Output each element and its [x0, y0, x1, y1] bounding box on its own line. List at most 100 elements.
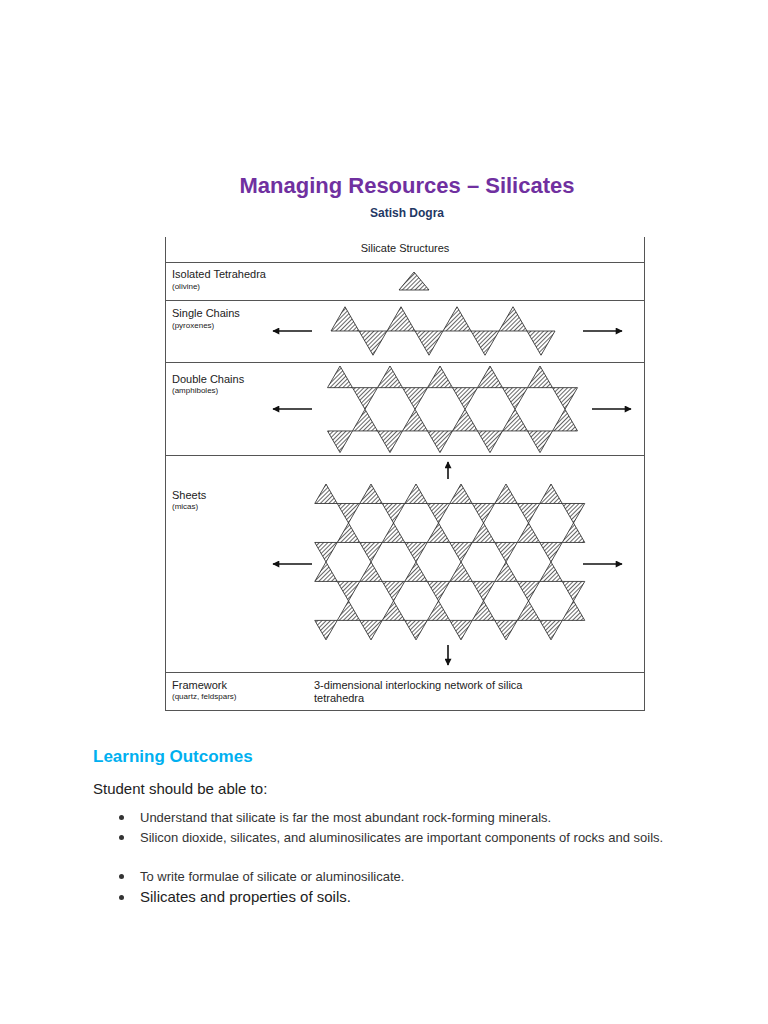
- author-name: Satish Dogra: [257, 205, 557, 222]
- tetrahedron: [472, 523, 495, 542]
- tetrahedron: [378, 366, 403, 388]
- tetrahedron: [315, 562, 338, 581]
- bullet-dot: [119, 815, 124, 820]
- page-title: Managing Resources – Silicates: [107, 173, 707, 199]
- tetrahedron: [315, 542, 338, 561]
- tetrahedron: [331, 307, 359, 331]
- row-title: Single Chains: [172, 307, 240, 320]
- tetrahedron: [443, 307, 471, 331]
- tetrahedron: [403, 409, 428, 431]
- tetrahedron: [328, 366, 353, 388]
- tetrahedron: [527, 331, 555, 355]
- row-title: Isolated Tetrahedra: [172, 268, 266, 281]
- tetrahedron: [427, 523, 450, 542]
- tetrahedron: [517, 581, 540, 600]
- tetrahedron: [450, 620, 473, 639]
- intro-text: Student should be able to:: [93, 778, 267, 800]
- mineral-name: (amphiboles): [172, 386, 218, 396]
- tetrahedron: [382, 581, 405, 600]
- tetrahedron: [453, 409, 478, 431]
- tetrahedron: [540, 620, 563, 639]
- direction-arrows: [273, 331, 631, 665]
- mineral-name: (olivine): [172, 282, 200, 292]
- tetrahedron: [453, 388, 478, 410]
- arrow-left: [273, 563, 312, 565]
- tetrahedron: [478, 366, 503, 388]
- tetrahedron: [428, 431, 453, 453]
- tetrahedron: [562, 503, 585, 522]
- tetrahedron: [528, 366, 553, 388]
- tetrahedron: [428, 366, 453, 388]
- tetrahedron: [450, 484, 473, 503]
- tetrahedron: [353, 388, 378, 410]
- tetrahedron: [553, 388, 578, 410]
- tetrahedron: [540, 562, 563, 581]
- structure-table: Silicate StructuresIsolated Tetrahedra(o…: [165, 237, 645, 711]
- tetrahedron: [387, 307, 415, 331]
- bullet-item: Silicates and properties of soils.: [140, 886, 351, 908]
- tetrahedron: [471, 331, 499, 355]
- tetrahedron: [499, 307, 527, 331]
- tetrahedron: [540, 542, 563, 561]
- tetrahedron: [472, 581, 495, 600]
- tetrahedron: [359, 331, 387, 355]
- tetrahedron: [360, 562, 383, 581]
- arrow-right: [592, 408, 631, 410]
- tetrahedron: [378, 431, 403, 453]
- table-row: Framework(quartz, feldspars) 3-dimensiona…: [166, 672, 644, 709]
- mineral-name: (pyroxenes): [172, 321, 214, 331]
- arrow-up: [447, 462, 449, 479]
- tetrahedron: [382, 503, 405, 522]
- tetrahedron: [337, 523, 360, 542]
- arrow-down: [447, 645, 449, 665]
- tetrahedron: [360, 484, 383, 503]
- tetrahedron: [478, 431, 503, 453]
- tetrahedron: [427, 581, 450, 600]
- table-row: Isolated Tetrahedra(olivine): [166, 262, 644, 300]
- table-row: Double Chains(amphiboles): [166, 362, 644, 455]
- arrow-left: [273, 408, 312, 410]
- tetrahedron: [517, 601, 540, 620]
- mineral-name: (micas): [172, 502, 198, 512]
- mineral-name: (quartz, feldspars): [172, 692, 236, 702]
- table-row: Single Chains(pyroxenes): [166, 300, 644, 362]
- tetrahedron: [472, 503, 495, 522]
- arrow-left: [273, 330, 312, 332]
- tetrahedron: [315, 620, 338, 639]
- bullet-dot: [119, 874, 124, 879]
- tetrahedron: [405, 620, 428, 639]
- tetrahedron: [450, 542, 473, 561]
- tetrahedron: [337, 601, 360, 620]
- tetrahedron: [562, 523, 585, 542]
- tetrahedron: [337, 581, 360, 600]
- row-title: Double Chains: [172, 373, 244, 386]
- section-heading: Learning Outcomes: [93, 744, 253, 769]
- bullet-dot: [119, 835, 124, 840]
- tetrahedron: [503, 409, 528, 431]
- tetrahedron: [415, 331, 443, 355]
- row-title: Framework: [172, 679, 227, 692]
- tetrahedron: [495, 562, 518, 581]
- tetrahedron: [399, 272, 429, 290]
- tetrahedron: [540, 484, 563, 503]
- bullet-item: To write formulae of silicate or alumino…: [140, 867, 404, 886]
- tetrahedron: [450, 562, 473, 581]
- tetrahedron: [337, 503, 360, 522]
- table-header: Silicate Structures: [166, 242, 644, 255]
- tetrahedron: [495, 484, 518, 503]
- arrow-right: [583, 330, 622, 332]
- tetrahedron: [503, 388, 528, 410]
- tetrahedron: [405, 542, 428, 561]
- tetrahedron: [405, 562, 428, 581]
- tetrahedron: [427, 503, 450, 522]
- tetrahedron: [495, 620, 518, 639]
- tetrahedron: [328, 431, 353, 453]
- tetrahedron: [562, 581, 585, 600]
- tetrahedron: [382, 601, 405, 620]
- bullet-item: Understand that silicate is far the most…: [140, 808, 551, 827]
- tetrahedron: [427, 601, 450, 620]
- tetrahedron: [553, 409, 578, 431]
- row-description: 3-dimensional interlocking network of si…: [314, 679, 529, 705]
- table-row: Sheets(micas): [166, 455, 644, 672]
